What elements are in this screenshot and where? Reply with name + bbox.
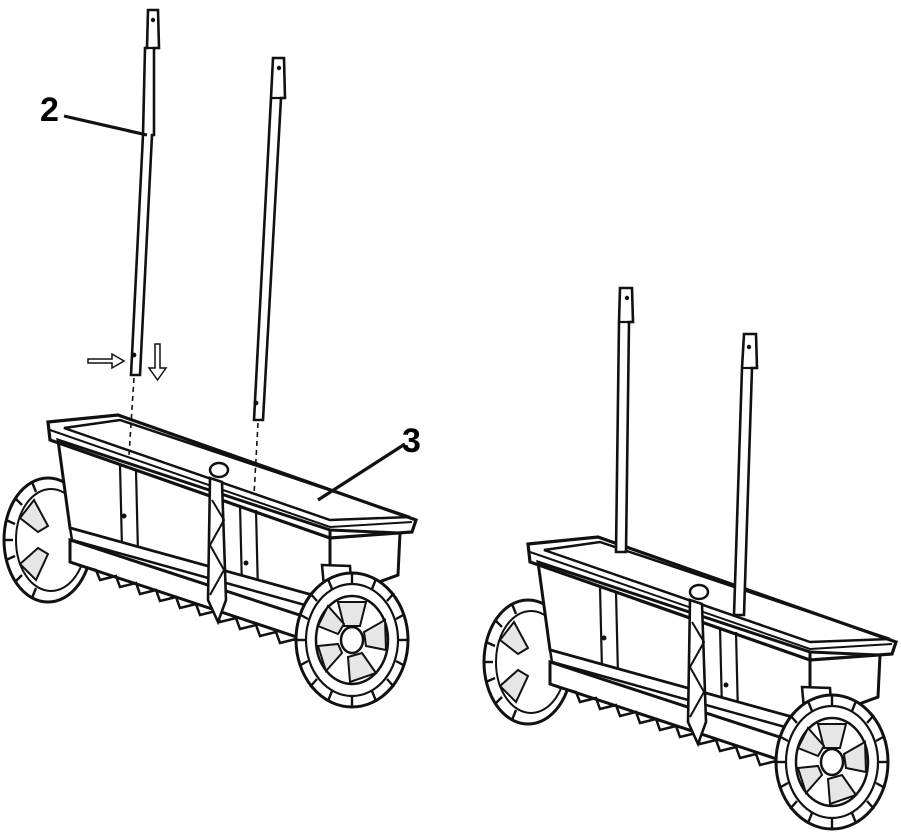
- push-arrow-icon: [87, 352, 126, 370]
- handle-tube-left: [129, 8, 161, 377]
- handle-tube-right: [252, 56, 287, 422]
- callout-part-2: 2: [40, 91, 148, 137]
- assembled-handle-left: [614, 286, 635, 554]
- callout-label-2: 2: [40, 91, 59, 129]
- callout-part-3: 3: [317, 422, 421, 502]
- down-arrow-icon: [147, 343, 168, 382]
- assembled-handle-right: [732, 332, 759, 617]
- callout-label-3: 3: [402, 422, 421, 460]
- alignment-guides: [128, 377, 259, 496]
- assembled-view: [484, 286, 896, 829]
- spreader-body-assembled: [484, 537, 896, 829]
- spreader-body-exploded: [4, 415, 416, 707]
- exploded-view: 2 3: [4, 8, 421, 707]
